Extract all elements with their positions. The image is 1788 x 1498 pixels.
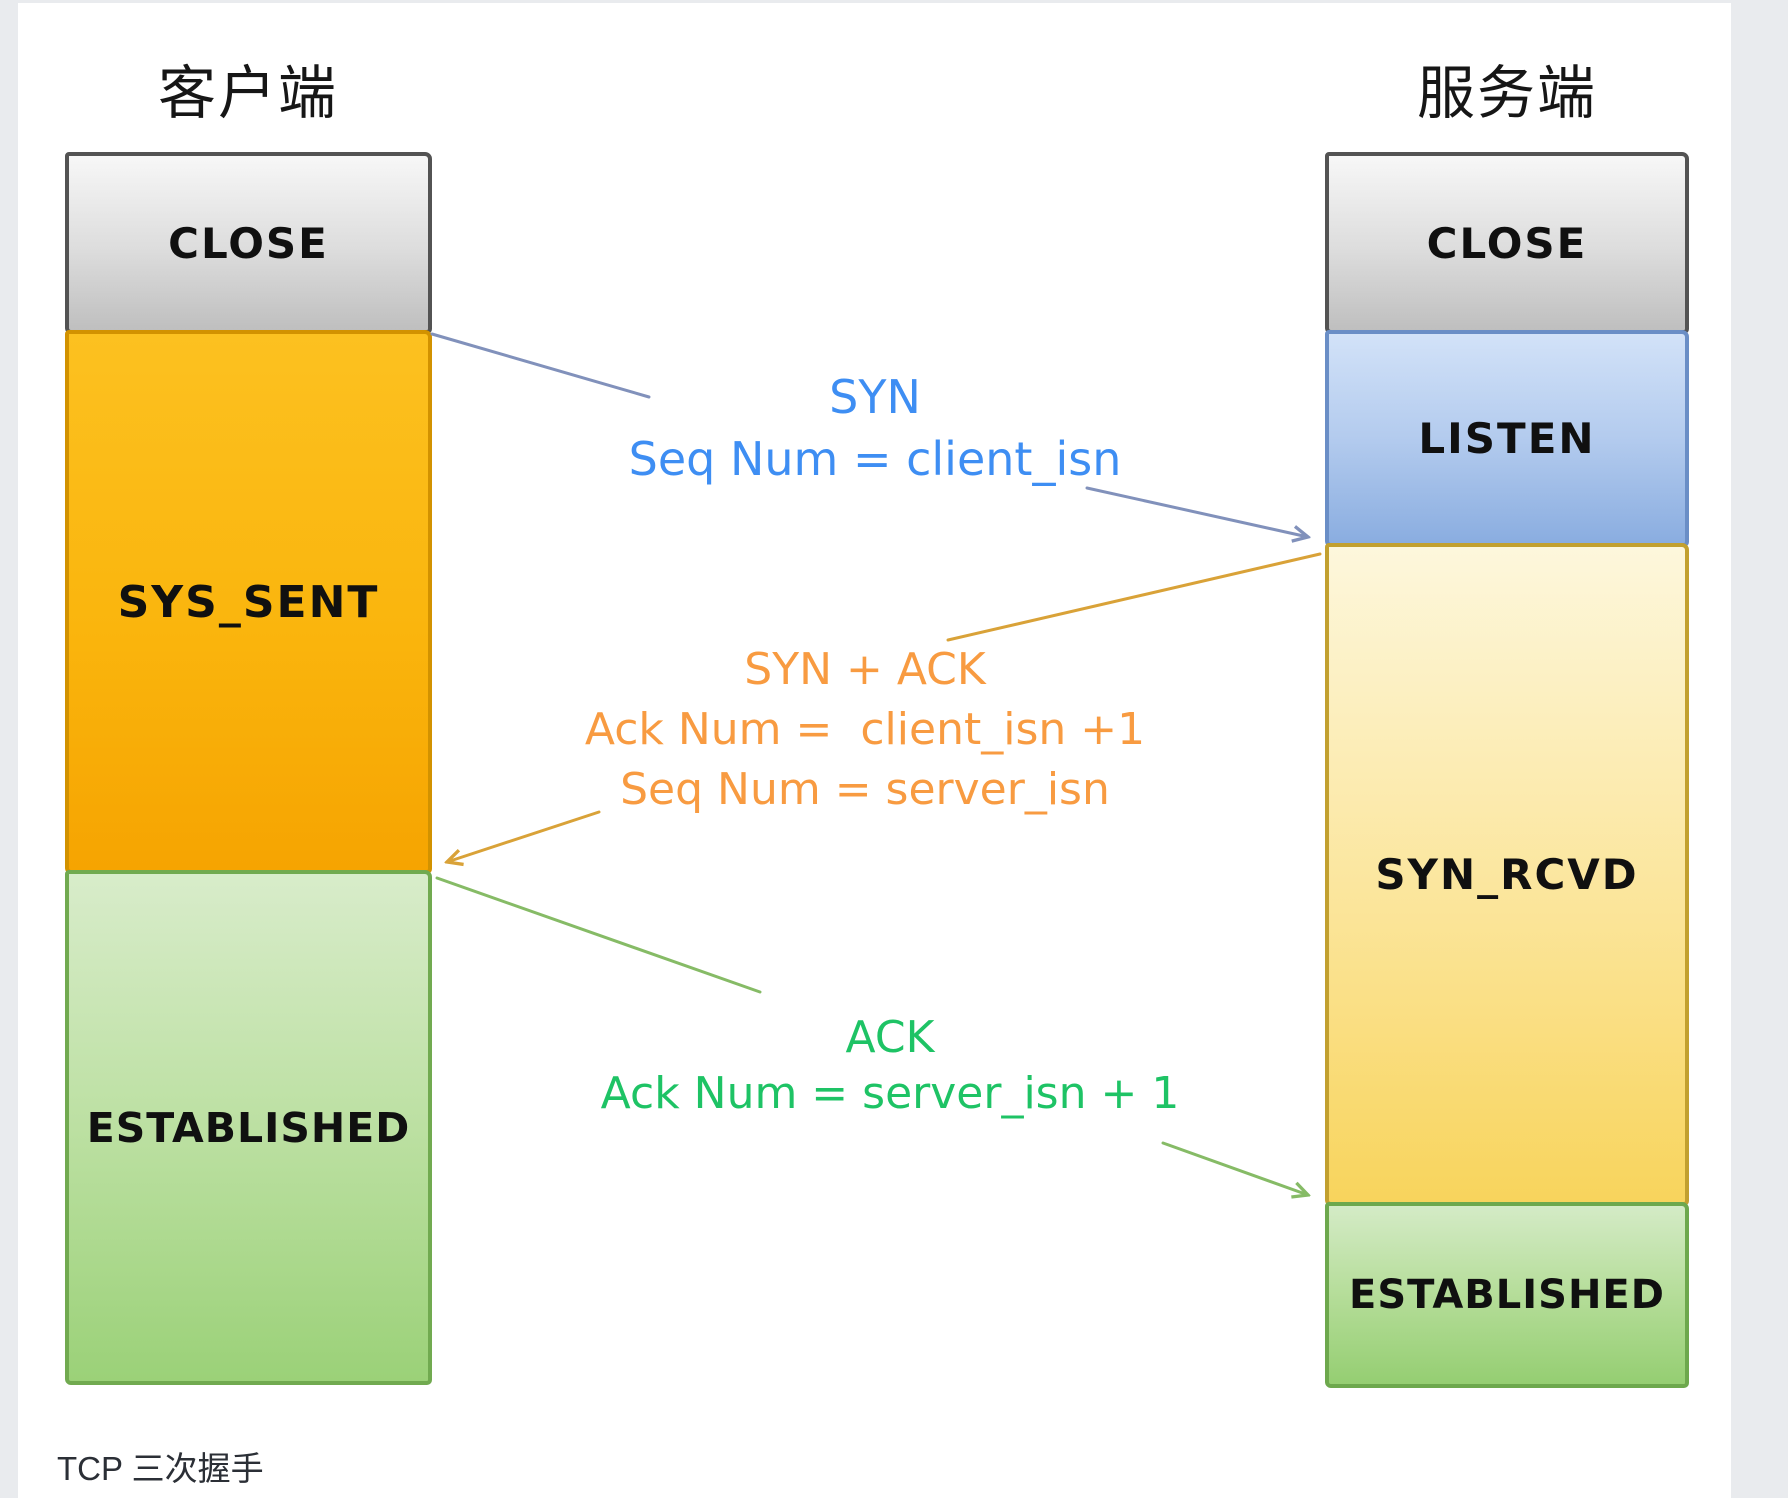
server-state-close-label: CLOSE — [1426, 218, 1588, 268]
client-column-title: 客户端 — [157, 61, 338, 126]
syn-message-title: SYN — [829, 370, 921, 424]
syn-ack-message-detail-1: Ack Num = client_isn +1 — [584, 704, 1146, 755]
ack-message-label: ACK Ack Num = server_isn + 1 — [590, 1010, 1190, 1122]
server-state-established: ESTABLISHED — [1325, 1202, 1689, 1388]
server-state-listen-label: LISTEN — [1418, 414, 1596, 463]
client-state-close-label: CLOSE — [168, 218, 329, 268]
server-state-syn-rcvd-label: SYN_RCVD — [1375, 850, 1639, 899]
syn-ack-message-detail-2: Seq Num = server_isn — [620, 764, 1110, 815]
server-state-syn-rcvd: SYN_RCVD — [1325, 543, 1689, 1206]
server-state-listen: LISTEN — [1325, 330, 1689, 547]
syn-ack-message-title: SYN + ACK — [744, 644, 986, 695]
server-state-established-label: ESTABLISHED — [1349, 1272, 1665, 1318]
syn-ack-message-label: SYN + ACK Ack Num = client_isn +1 Seq Nu… — [565, 640, 1165, 820]
client-state-syn-sent: SYS_SENT — [65, 330, 432, 874]
client-state-syn-sent-label: SYS_SENT — [117, 576, 380, 628]
ack-message-detail: Ack Num = server_isn + 1 — [600, 1068, 1180, 1119]
client-state-close: CLOSE — [65, 152, 432, 334]
client-state-established: ESTABLISHED — [65, 870, 432, 1385]
syn-message-detail: Seq Num = client_isn — [628, 432, 1122, 486]
ack-message-title: ACK — [845, 1012, 935, 1063]
server-state-close: CLOSE — [1325, 152, 1689, 334]
syn-message-label: SYN Seq Num = client_isn — [575, 366, 1175, 490]
figure-caption: TCP 三次握手 — [57, 1450, 264, 1487]
client-state-established-label: ESTABLISHED — [86, 1103, 411, 1152]
server-column-title: 服务端 — [1416, 61, 1597, 126]
